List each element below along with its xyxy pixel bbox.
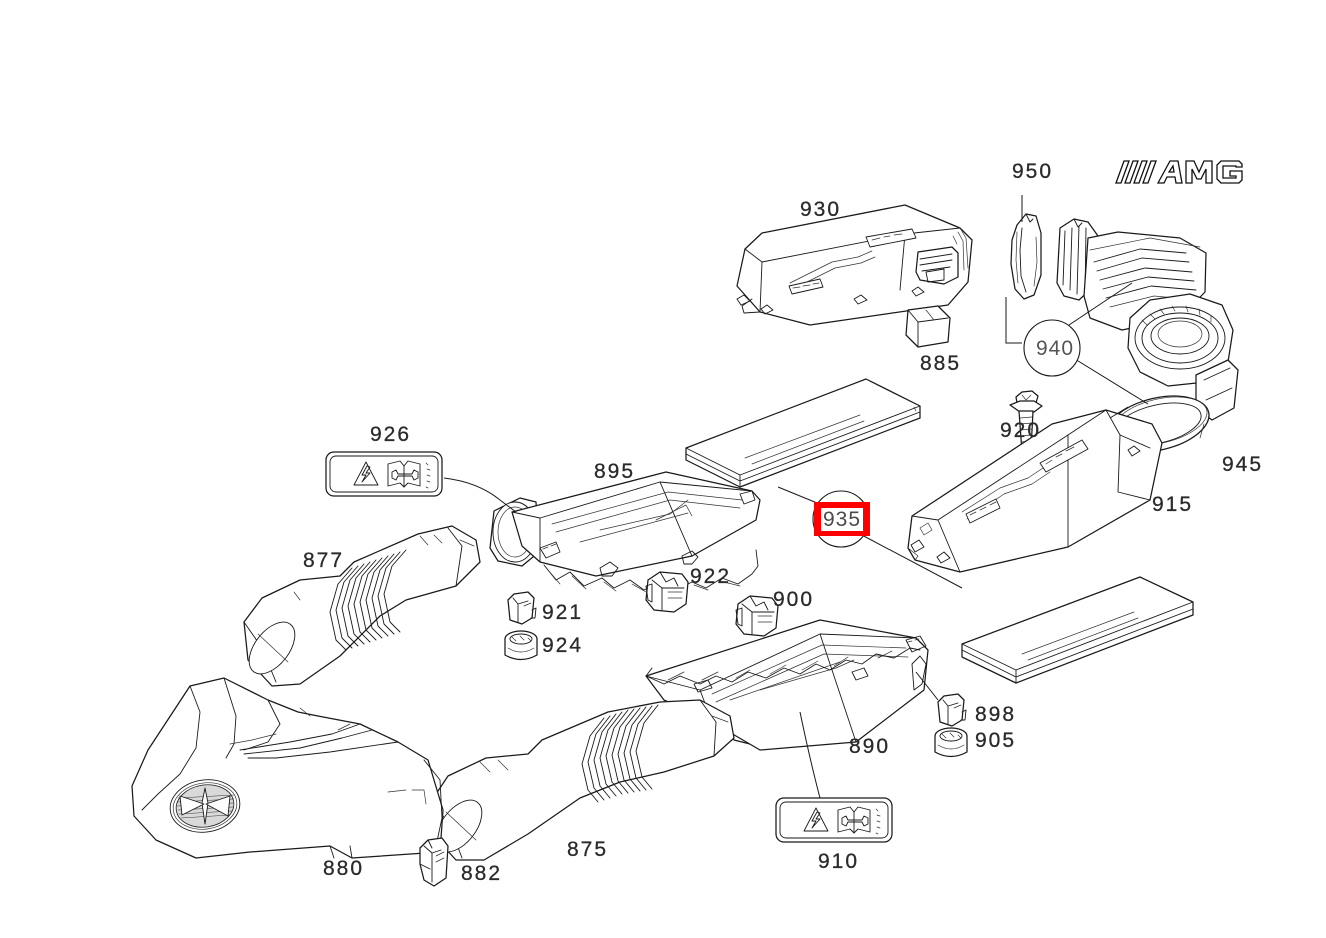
leader-940-up: [1065, 282, 1133, 328]
callout-label-926: 926: [370, 423, 412, 446]
leader-898: [915, 671, 939, 701]
callout-label-882: 882: [461, 862, 503, 885]
callout-label-890: 890: [849, 735, 891, 758]
leader-910: [799, 711, 821, 799]
callout-label-885: 885: [920, 352, 962, 375]
leader-940-down: [1069, 355, 1149, 405]
callout-label-940: 940: [1036, 337, 1075, 360]
part-880-duct-cover: [131, 677, 444, 859]
leader-lines: [443, 195, 1149, 799]
callout-label-895: 895: [594, 460, 636, 483]
label-926-warning: [325, 451, 443, 497]
part-935-filter-element-upper: [685, 378, 921, 488]
part-921-clip: [507, 591, 537, 625]
callout-label-930: 930: [800, 198, 842, 221]
leader-935-lower: [859, 533, 963, 589]
highlighted-callout-935-text: 935: [820, 507, 864, 531]
callout-label-898: 898: [975, 703, 1017, 726]
part-900-clip: [735, 595, 779, 637]
label-910-warning: [775, 797, 893, 843]
part-877-duct-upper: [243, 525, 481, 687]
amg-logo: [1108, 150, 1258, 194]
part-882-clip: [419, 837, 449, 887]
part-930-housing-cover: [736, 204, 973, 326]
callout-label-875: 875: [567, 838, 609, 861]
callout-label-924: 924: [542, 634, 584, 657]
callout-label-950: 950: [1012, 160, 1054, 183]
callout-circle-940: [1023, 319, 1081, 377]
callout-label-921: 921: [542, 601, 584, 624]
part-905-grommet: [934, 727, 968, 758]
highlighted-callout-935[interactable]: 935: [814, 502, 870, 536]
callout-label-877: 877: [303, 549, 345, 572]
part-950-clamp: [1010, 213, 1042, 300]
callout-label-922: 922: [690, 565, 732, 588]
callout-label-915: 915: [1152, 493, 1194, 516]
part-924-grommet: [504, 630, 538, 661]
leader-945: [1109, 406, 1129, 419]
part-915-housing-cover: [907, 409, 1163, 573]
leader-940-left: [1005, 297, 1022, 344]
part-895-filter-box-left: [489, 471, 761, 593]
part-920-bolt: [1009, 390, 1043, 453]
callout-label-910: 910: [818, 850, 860, 873]
part-922-clip: [645, 571, 689, 613]
callout-label-905: 905: [975, 729, 1017, 752]
part-898-clip: [937, 693, 967, 727]
callout-label-880: 880: [323, 857, 365, 880]
callout-label-945: 945: [1222, 453, 1264, 476]
callout-label-900: 900: [773, 588, 815, 611]
part-940-intake-tube: [1056, 218, 1239, 421]
callout-label-920: 920: [1000, 419, 1042, 442]
part-875-duct-lower: [431, 699, 735, 861]
leader-926: [443, 477, 517, 513]
part-935-filter-element-lower: [961, 576, 1194, 684]
part-885-block: [905, 305, 951, 348]
